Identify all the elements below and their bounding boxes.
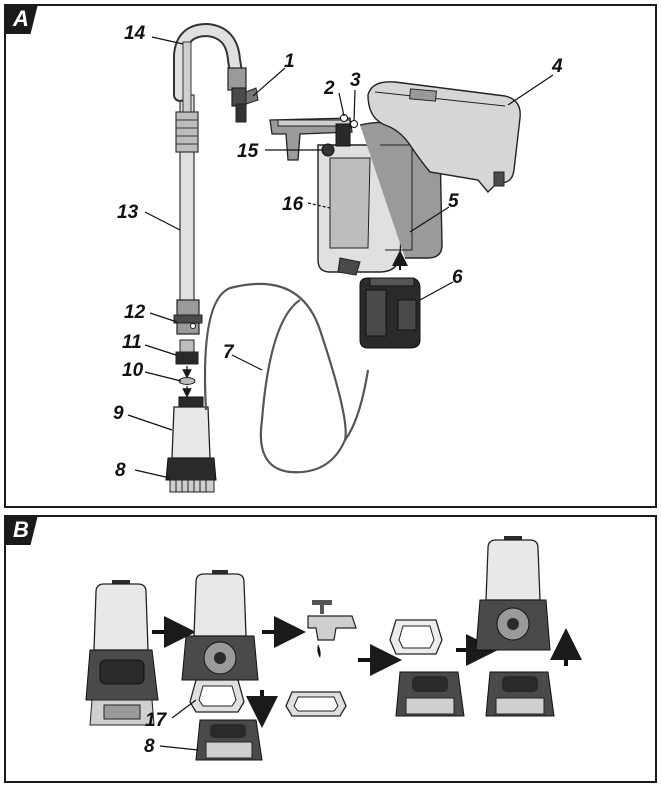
hose-connector — [227, 67, 259, 123]
callout-2: 2 — [323, 78, 335, 99]
panel-tag-a: A — [4, 4, 38, 34]
top-cover — [367, 81, 521, 194]
seal-ring — [178, 377, 196, 398]
pump-foot — [195, 719, 263, 761]
callout-15: 15 — [237, 141, 259, 162]
pump-foot-final — [485, 671, 555, 717]
pump-foot-clean — [395, 671, 465, 717]
adaptor — [175, 339, 199, 379]
callout-8: 8 — [115, 460, 126, 481]
filter-ring-clean — [389, 619, 443, 655]
water-tap-icon — [307, 600, 357, 658]
callout-8-panel-b: 8 — [144, 736, 155, 757]
callout-13: 13 — [117, 202, 139, 223]
callout-12: 12 — [124, 302, 146, 323]
pump-assembled-step1 — [85, 580, 159, 726]
callout-14: 14 — [124, 23, 146, 44]
power-cable — [203, 282, 347, 474]
callout-7: 7 — [223, 342, 235, 363]
pipe-coupling — [173, 299, 203, 335]
callout-9: 9 — [113, 403, 124, 424]
leader-17 — [171, 699, 197, 719]
pump-base-open-step2 — [181, 570, 259, 681]
pump-body — [165, 396, 217, 493]
filter-ring-loose — [285, 691, 347, 717]
callout-1: 1 — [284, 51, 295, 72]
callout-16: 16 — [282, 194, 304, 215]
discharge-pipe — [173, 22, 243, 306]
leader-8b — [159, 745, 199, 751]
callout-4: 4 — [551, 56, 563, 77]
callout-11: 11 — [122, 332, 142, 353]
battery-pack — [359, 250, 421, 349]
callout-10: 10 — [122, 360, 144, 381]
callout-6: 6 — [452, 267, 463, 288]
leader-lines-a — [127, 36, 554, 479]
pump-reassembled — [475, 536, 551, 651]
filter-ring — [189, 679, 245, 713]
callout-3: 3 — [350, 70, 361, 91]
callout-17: 17 — [145, 710, 168, 731]
callout-5: 5 — [448, 191, 459, 212]
